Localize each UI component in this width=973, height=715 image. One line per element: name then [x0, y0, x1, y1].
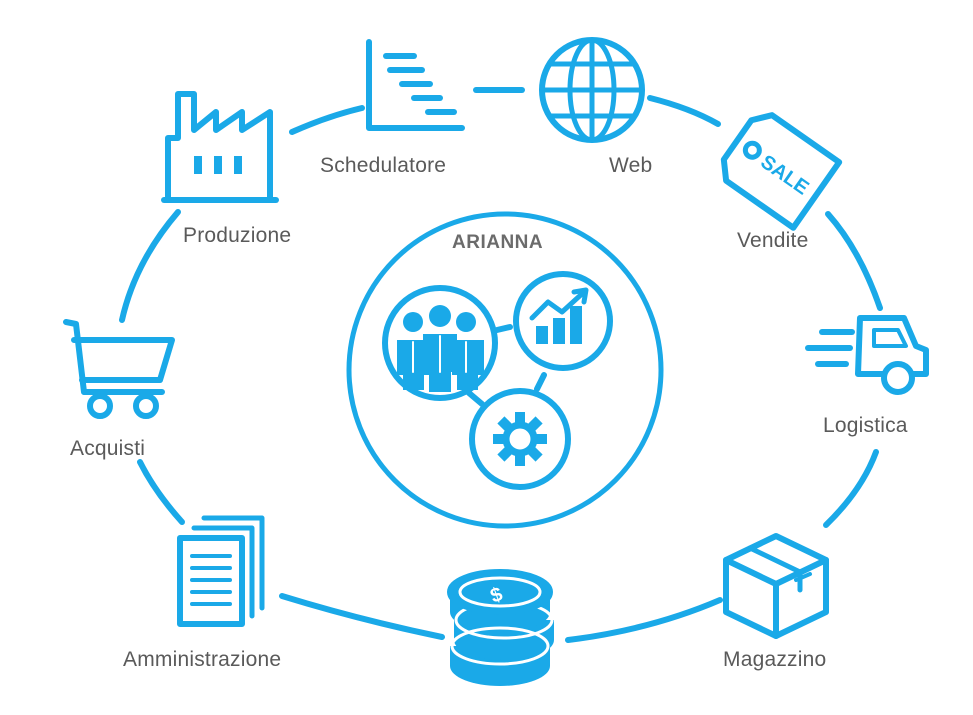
node-label-magazzino: Magazzino — [723, 648, 827, 671]
connector-growth-gear — [534, 372, 547, 392]
growth-chart-icon — [513, 271, 613, 371]
connector-finanza-amministrazione — [279, 593, 445, 640]
connector-team-gear — [466, 390, 485, 407]
ring-connectors — [119, 87, 883, 643]
node-label-vendite: Vendite — [737, 229, 809, 252]
box-icon — [723, 533, 829, 639]
globe-icon — [539, 37, 645, 143]
node-label-logistica: Logistica — [823, 414, 908, 437]
connector-acquisti-produzione — [119, 209, 181, 323]
center-circle — [346, 211, 664, 529]
node-label-web: Web — [609, 154, 653, 177]
node-label-amministrazione: Amministrazione — [123, 648, 282, 671]
gantt-chart-icon — [366, 39, 465, 131]
team-icon — [382, 285, 498, 401]
sale-tag-icon: SALE — [720, 112, 843, 231]
factory-icon — [161, 91, 279, 203]
coin-stack-icon: $ — [447, 569, 554, 686]
gear-icon — [469, 388, 571, 490]
node-label-schedulatore: Schedulatore — [320, 154, 447, 177]
node-label-produzione: Produzione — [183, 224, 292, 247]
documents-icon — [177, 515, 265, 627]
node-label-acquisti: Acquisti — [70, 437, 146, 460]
center-title: ARIANNA — [452, 232, 544, 253]
delivery-truck-icon — [805, 315, 929, 395]
sale-tag-text: SALE — [756, 151, 812, 200]
connector-magazzino-finanza — [565, 597, 723, 643]
connector-team-growth — [494, 324, 513, 333]
connector-produzione-schedulatore — [289, 105, 365, 135]
connector-logistica-magazzino — [823, 449, 879, 528]
shopping-cart-icon — [63, 319, 175, 419]
connector-amministrazione-acquisti — [137, 459, 185, 525]
connector-web-vendite — [647, 95, 721, 127]
connector-vendite-logistica — [825, 211, 883, 311]
